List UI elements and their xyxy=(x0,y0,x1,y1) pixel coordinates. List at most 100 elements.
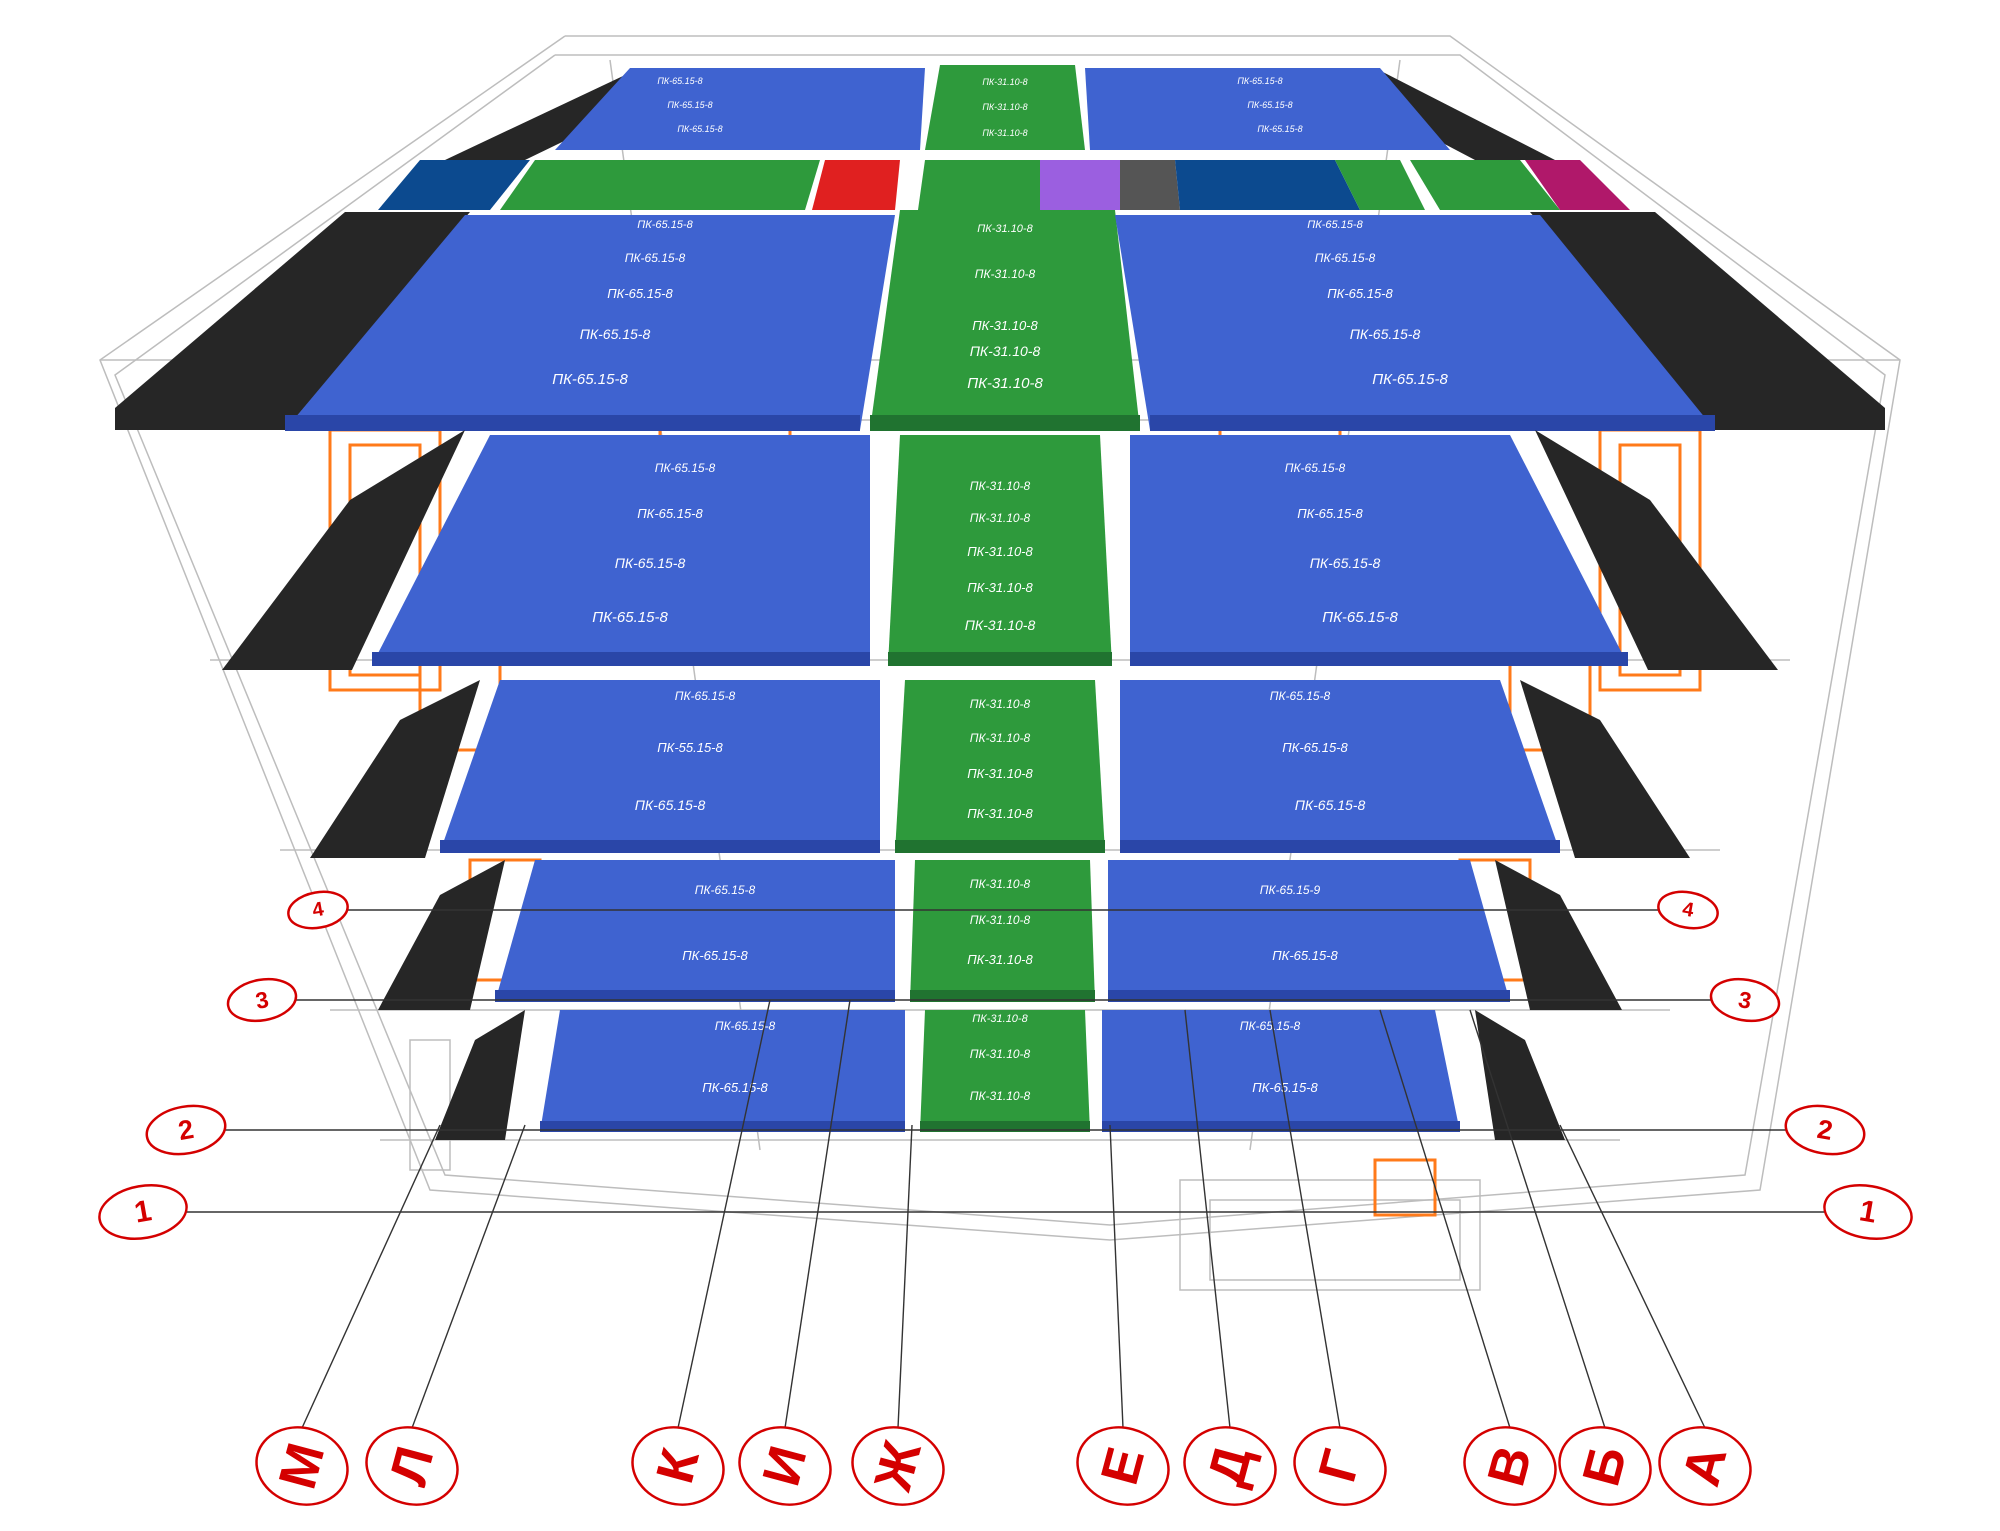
green-slab xyxy=(910,860,1095,1002)
floor-4: ПК-65.15-8 ПК-65.15-8 ПК-65.15-8 ПК-65.1… xyxy=(222,430,1778,670)
slab-label: ПК-65.15-8 xyxy=(615,555,686,571)
slab-label: ПК-65.15-8 xyxy=(580,326,651,342)
black-slab xyxy=(435,1010,525,1140)
slab-label: ПК-65.15-8 xyxy=(677,124,722,134)
blue-slab xyxy=(555,68,925,150)
column-axis-line xyxy=(1379,1009,1511,1429)
black-slab xyxy=(1475,1010,1565,1140)
row-axis-right: 3 xyxy=(1709,977,1781,1023)
column-axis: Д xyxy=(1183,1426,1277,1506)
green-slab xyxy=(870,210,1140,430)
slab-label: ПК-65.15-8 xyxy=(1350,326,1421,342)
green-slab xyxy=(888,435,1112,665)
column-axis: К xyxy=(631,1426,725,1506)
column-axis: Ж xyxy=(851,1426,945,1506)
floor-2: ПК-65.15-8 ПК-65.15-8 ПК-65.15-9 ПК-65.1… xyxy=(378,860,1622,1010)
slab-label: ПК-65.15-8 xyxy=(1315,251,1376,265)
slab-label: ПК-31.10-8 xyxy=(965,617,1036,633)
row-axis-left: 4 xyxy=(287,890,349,930)
axis-bubble xyxy=(1076,1426,1170,1506)
slab-label: ПК-31.10-8 xyxy=(982,77,1027,87)
green-slab xyxy=(895,680,1105,852)
column-axis-line xyxy=(301,1124,441,1429)
slab-label: ПК-31.10-8 xyxy=(970,697,1031,711)
column-axis: А xyxy=(1658,1426,1752,1506)
slab-label: ПК-65.15-8 xyxy=(1295,797,1366,813)
slab-label: ПК-31.10-8 xyxy=(967,580,1033,595)
column-axis: Е xyxy=(1076,1426,1170,1506)
column-axis: Г xyxy=(1293,1426,1387,1506)
axis-bubble xyxy=(1784,1104,1866,1156)
axis-bubble xyxy=(1709,977,1781,1023)
blue-slab xyxy=(540,1010,905,1132)
axis-label: 1 xyxy=(132,1194,154,1229)
column-axis-line xyxy=(1184,1009,1231,1429)
axis-label: 2 xyxy=(176,1114,196,1146)
slab-label: ПК-65.15-8 xyxy=(702,1080,768,1095)
slab-label: ПК-31.10-8 xyxy=(967,544,1033,559)
green-slab xyxy=(918,160,1040,210)
axis-bubble xyxy=(287,890,349,930)
row-axis-right: 2 xyxy=(1784,1104,1866,1156)
slab-label: ПК-65.15-8 xyxy=(1252,1080,1318,1095)
slab-label: ПК-65.15-8 xyxy=(1272,948,1338,963)
column-axis-line xyxy=(784,999,851,1429)
blue-slab xyxy=(1085,68,1450,150)
axis-bubble xyxy=(738,1426,832,1506)
column-axis: Л xyxy=(365,1426,459,1506)
slab-label: ПК-65.15-8 xyxy=(1270,689,1331,703)
slab-label: ПК-65.15-8 xyxy=(607,286,673,301)
slab-label: ПК-31.10-8 xyxy=(970,343,1041,359)
slab-label: ПК-65.15-8 xyxy=(1322,609,1398,626)
slab-label: ПК-65.15-8 xyxy=(1237,76,1282,86)
slab-label: ПК-31.10-8 xyxy=(975,267,1036,281)
slab-label: ПК-65.15-8 xyxy=(1297,506,1363,521)
slab-label: ПК-31.10-8 xyxy=(967,952,1033,967)
column-axis-line xyxy=(897,1124,913,1429)
blue-slab xyxy=(440,680,880,852)
grey-slab xyxy=(1120,160,1180,210)
column-axis-line xyxy=(1559,1124,1706,1429)
slab-label: ПК-65.15-8 xyxy=(635,797,706,813)
slab-label: ПК-65.15-8 xyxy=(1257,124,1302,134)
slab-label: ПК-65.15-8 xyxy=(1372,371,1448,388)
purple-slab xyxy=(1040,160,1120,210)
slab-label: ПК-65.15-8 xyxy=(1285,461,1346,475)
axis-bubble xyxy=(145,1104,227,1156)
slab-label: ПК-65.15-8 xyxy=(1282,740,1348,755)
axis-bubble xyxy=(255,1426,349,1506)
green-slab xyxy=(1410,160,1560,210)
row-axis-right: 1 xyxy=(1823,1184,1913,1240)
axis-label: 4 xyxy=(311,898,327,922)
slab-label: ПК-31.10-8 xyxy=(970,1089,1031,1103)
slab-label: ПК-31.10-8 xyxy=(970,731,1031,745)
axis-bubble xyxy=(1183,1426,1277,1506)
axis-label: 3 xyxy=(253,986,270,1014)
blue-slab xyxy=(285,215,895,430)
blue-slab xyxy=(1115,215,1715,430)
slab-label: ПК-65.15-8 xyxy=(655,461,716,475)
slab-label: ПК-65.15-8 xyxy=(552,371,628,388)
axis-bubble xyxy=(631,1426,725,1506)
row-axis-right: 4 xyxy=(1657,890,1719,930)
slab-label: ПК-65.15-8 xyxy=(657,76,702,86)
slab-label: ПК-31.10-8 xyxy=(970,913,1031,927)
black-slab xyxy=(222,430,465,670)
blue-slab xyxy=(372,435,870,665)
axis-bubble xyxy=(98,1184,188,1240)
green-slab xyxy=(925,65,1085,150)
slab-label: ПК-31.10-8 xyxy=(970,877,1031,891)
black-slab xyxy=(1495,860,1622,1010)
blue-slab xyxy=(1120,680,1560,852)
axis-bubble xyxy=(1463,1426,1557,1506)
slab-label: ПК-31.10-8 xyxy=(977,223,1033,235)
slab-label: ПК-65.15-8 xyxy=(1247,100,1292,110)
black-slab xyxy=(1530,212,1885,430)
black-slab xyxy=(1520,680,1690,858)
slab-label: ПК-65.15-8 xyxy=(675,689,736,703)
slab-label: ПК-65.15-8 xyxy=(1307,219,1363,231)
column-axis: М xyxy=(255,1426,349,1506)
axis-bubble xyxy=(365,1426,459,1506)
slab-label: ПК-65.15-8 xyxy=(667,100,712,110)
